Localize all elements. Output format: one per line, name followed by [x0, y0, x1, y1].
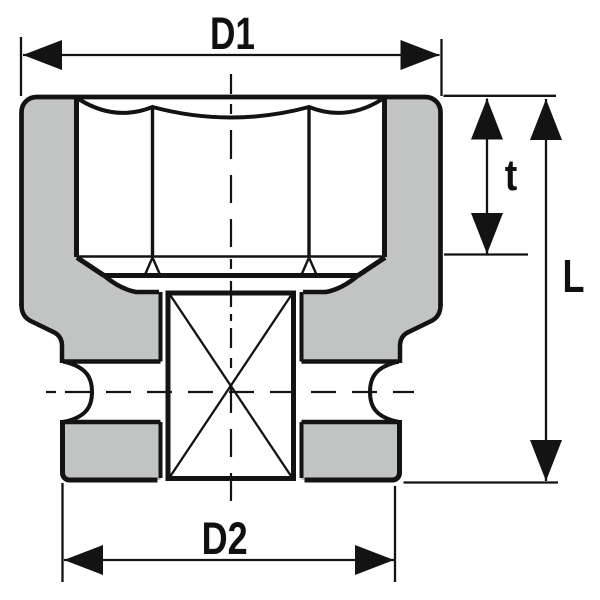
svg-text:t: t	[505, 152, 518, 200]
svg-text:D2: D2	[202, 513, 248, 564]
svg-text:D1: D1	[210, 8, 255, 59]
svg-text:L: L	[563, 250, 585, 302]
